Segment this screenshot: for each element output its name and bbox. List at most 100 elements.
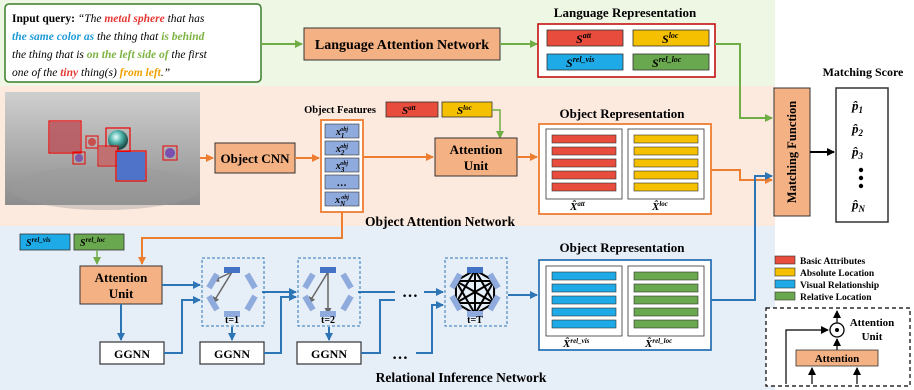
xrelvis-bar: [551, 271, 617, 281]
s-att-chip-features: [385, 101, 439, 118]
object-rep-bottom-bars: [551, 271, 699, 329]
attention-unit-top-box: [434, 137, 518, 177]
object-feature-label: x3obj: [335, 161, 349, 174]
s-rel-loc-bottom-label: Srel_loc: [80, 236, 105, 249]
object-cnn-label: Object CNN: [221, 151, 291, 166]
arrow-features-to-bottom-attn: [138, 212, 343, 265]
xrelvis-bar: [551, 307, 617, 317]
xhat-relloc-label: X̂rel_loc: [644, 337, 672, 350]
query-segment: thing(s): [78, 67, 120, 79]
xatt-bar: [551, 146, 617, 156]
graph-node: [224, 267, 240, 273]
graph-node: [449, 272, 463, 290]
query-segment: that has: [165, 13, 205, 25]
ggnn-label-1: GGNN: [114, 347, 150, 361]
object-features-title: Object Features: [304, 105, 376, 116]
query-segment: from left: [120, 67, 162, 79]
legend-swatch: [774, 267, 796, 277]
graph-node: [302, 294, 316, 312]
xloc-bar: [633, 134, 699, 144]
graph-node: [487, 272, 501, 290]
xatt-bar: [551, 158, 617, 168]
legend-label: Relative Location: [800, 293, 872, 303]
arrow-ggnn1-to-graph1: [164, 296, 201, 354]
xrelvis-bar: [551, 283, 617, 293]
xrelloc-bar: [633, 307, 699, 317]
graph-node: [467, 267, 483, 273]
s-att-features-label: Satt: [402, 104, 417, 117]
query-segment: metal sphere: [104, 13, 164, 25]
attention-unit-inset: [765, 307, 911, 387]
inset-dot-center: [835, 328, 839, 332]
graph-node: [244, 272, 258, 290]
xloc-bar: [633, 146, 699, 156]
score-label: p̂2: [851, 121, 864, 138]
graph-node: [206, 294, 220, 312]
query-segment: the thing that is: [12, 49, 87, 61]
graph-edge: [308, 271, 329, 304]
s-att-label: Satt: [576, 31, 592, 46]
s-att-chip: [546, 29, 624, 47]
query-segment: one of the: [12, 67, 60, 79]
object-feature-label: x2obj: [335, 144, 349, 157]
ellipsis-bottom: …: [392, 346, 408, 363]
arrow-langrep-to-matching: [715, 43, 773, 122]
xhat-loc-label: X̂loc: [651, 200, 668, 213]
arrow-ggnn2-to-graph2: [264, 293, 297, 354]
graph-node: [302, 272, 316, 290]
score-ellipsis-dot: [858, 175, 864, 181]
score-ellipsis-dot: [858, 167, 864, 173]
matching-scores: p̂1p̂2p̂3p̂N: [851, 98, 866, 214]
scene-image: [5, 92, 200, 210]
query-segment: .”: [161, 67, 170, 79]
query-segment: the first: [169, 49, 208, 61]
xhat-relvis-label: X̂rel_vis: [562, 337, 590, 350]
xrelvis-bar: [551, 319, 617, 329]
s-rel-loc-label: Srel_loc: [652, 55, 682, 70]
object-representation-bottom-title: Object Representation: [559, 240, 685, 255]
matching-score-box: [835, 87, 889, 223]
xatt-bar: [551, 170, 617, 180]
query-segment: The: [84, 13, 104, 25]
object-attention-network-label: Object Attention Network: [365, 214, 515, 229]
xrelloc-bar: [633, 319, 699, 329]
graph-node: [487, 294, 501, 312]
ggnn-label-3: GGNN: [311, 347, 347, 361]
inset-arrow-left-to-dot: [785, 326, 829, 384]
score-label: p̂N: [851, 197, 866, 214]
graph-edge: [455, 280, 495, 304]
query-segment: the thing that: [94, 31, 161, 43]
ellipsis-top: …: [402, 284, 418, 301]
s-rel-loc-chip: [632, 53, 710, 71]
s-loc-features-label: Sloc: [457, 104, 472, 117]
inset-attention-label: Attention: [815, 353, 860, 365]
object-feature-cell: [324, 123, 360, 139]
object-representation-top-title: Object Representation: [559, 106, 685, 121]
arrow-dots-bottom-to-graphT: [416, 301, 444, 354]
input-query-text: Input query: “The metal sphere that has …: [12, 13, 210, 79]
relational-inference-network-label: Relational Inference Network: [376, 370, 547, 385]
xatt-bar: [551, 134, 617, 144]
query-segment: is behind: [161, 31, 204, 43]
object-feature-cell: [324, 140, 360, 156]
legend-swatch: [774, 279, 796, 289]
score-ellipsis-dot: [858, 183, 864, 189]
s-rel-vis-chip: [546, 53, 624, 71]
score-label: p̂1: [851, 98, 863, 115]
graph-node: [320, 311, 336, 317]
ggnn-label-2: GGNN: [214, 347, 250, 361]
s-loc-label: Sloc: [662, 31, 679, 46]
legend-swatch: [774, 291, 796, 301]
arrow-ggnn3-to-dots: [361, 299, 395, 354]
graph-node: [320, 267, 336, 273]
s-rel-vis-chip-bottom: [19, 233, 71, 251]
graph-frame: [444, 257, 508, 327]
graph-node: [340, 294, 354, 312]
graph-node: [244, 294, 258, 312]
xloc-bar: [633, 170, 699, 180]
legend-label: Absolute Location: [800, 269, 875, 279]
